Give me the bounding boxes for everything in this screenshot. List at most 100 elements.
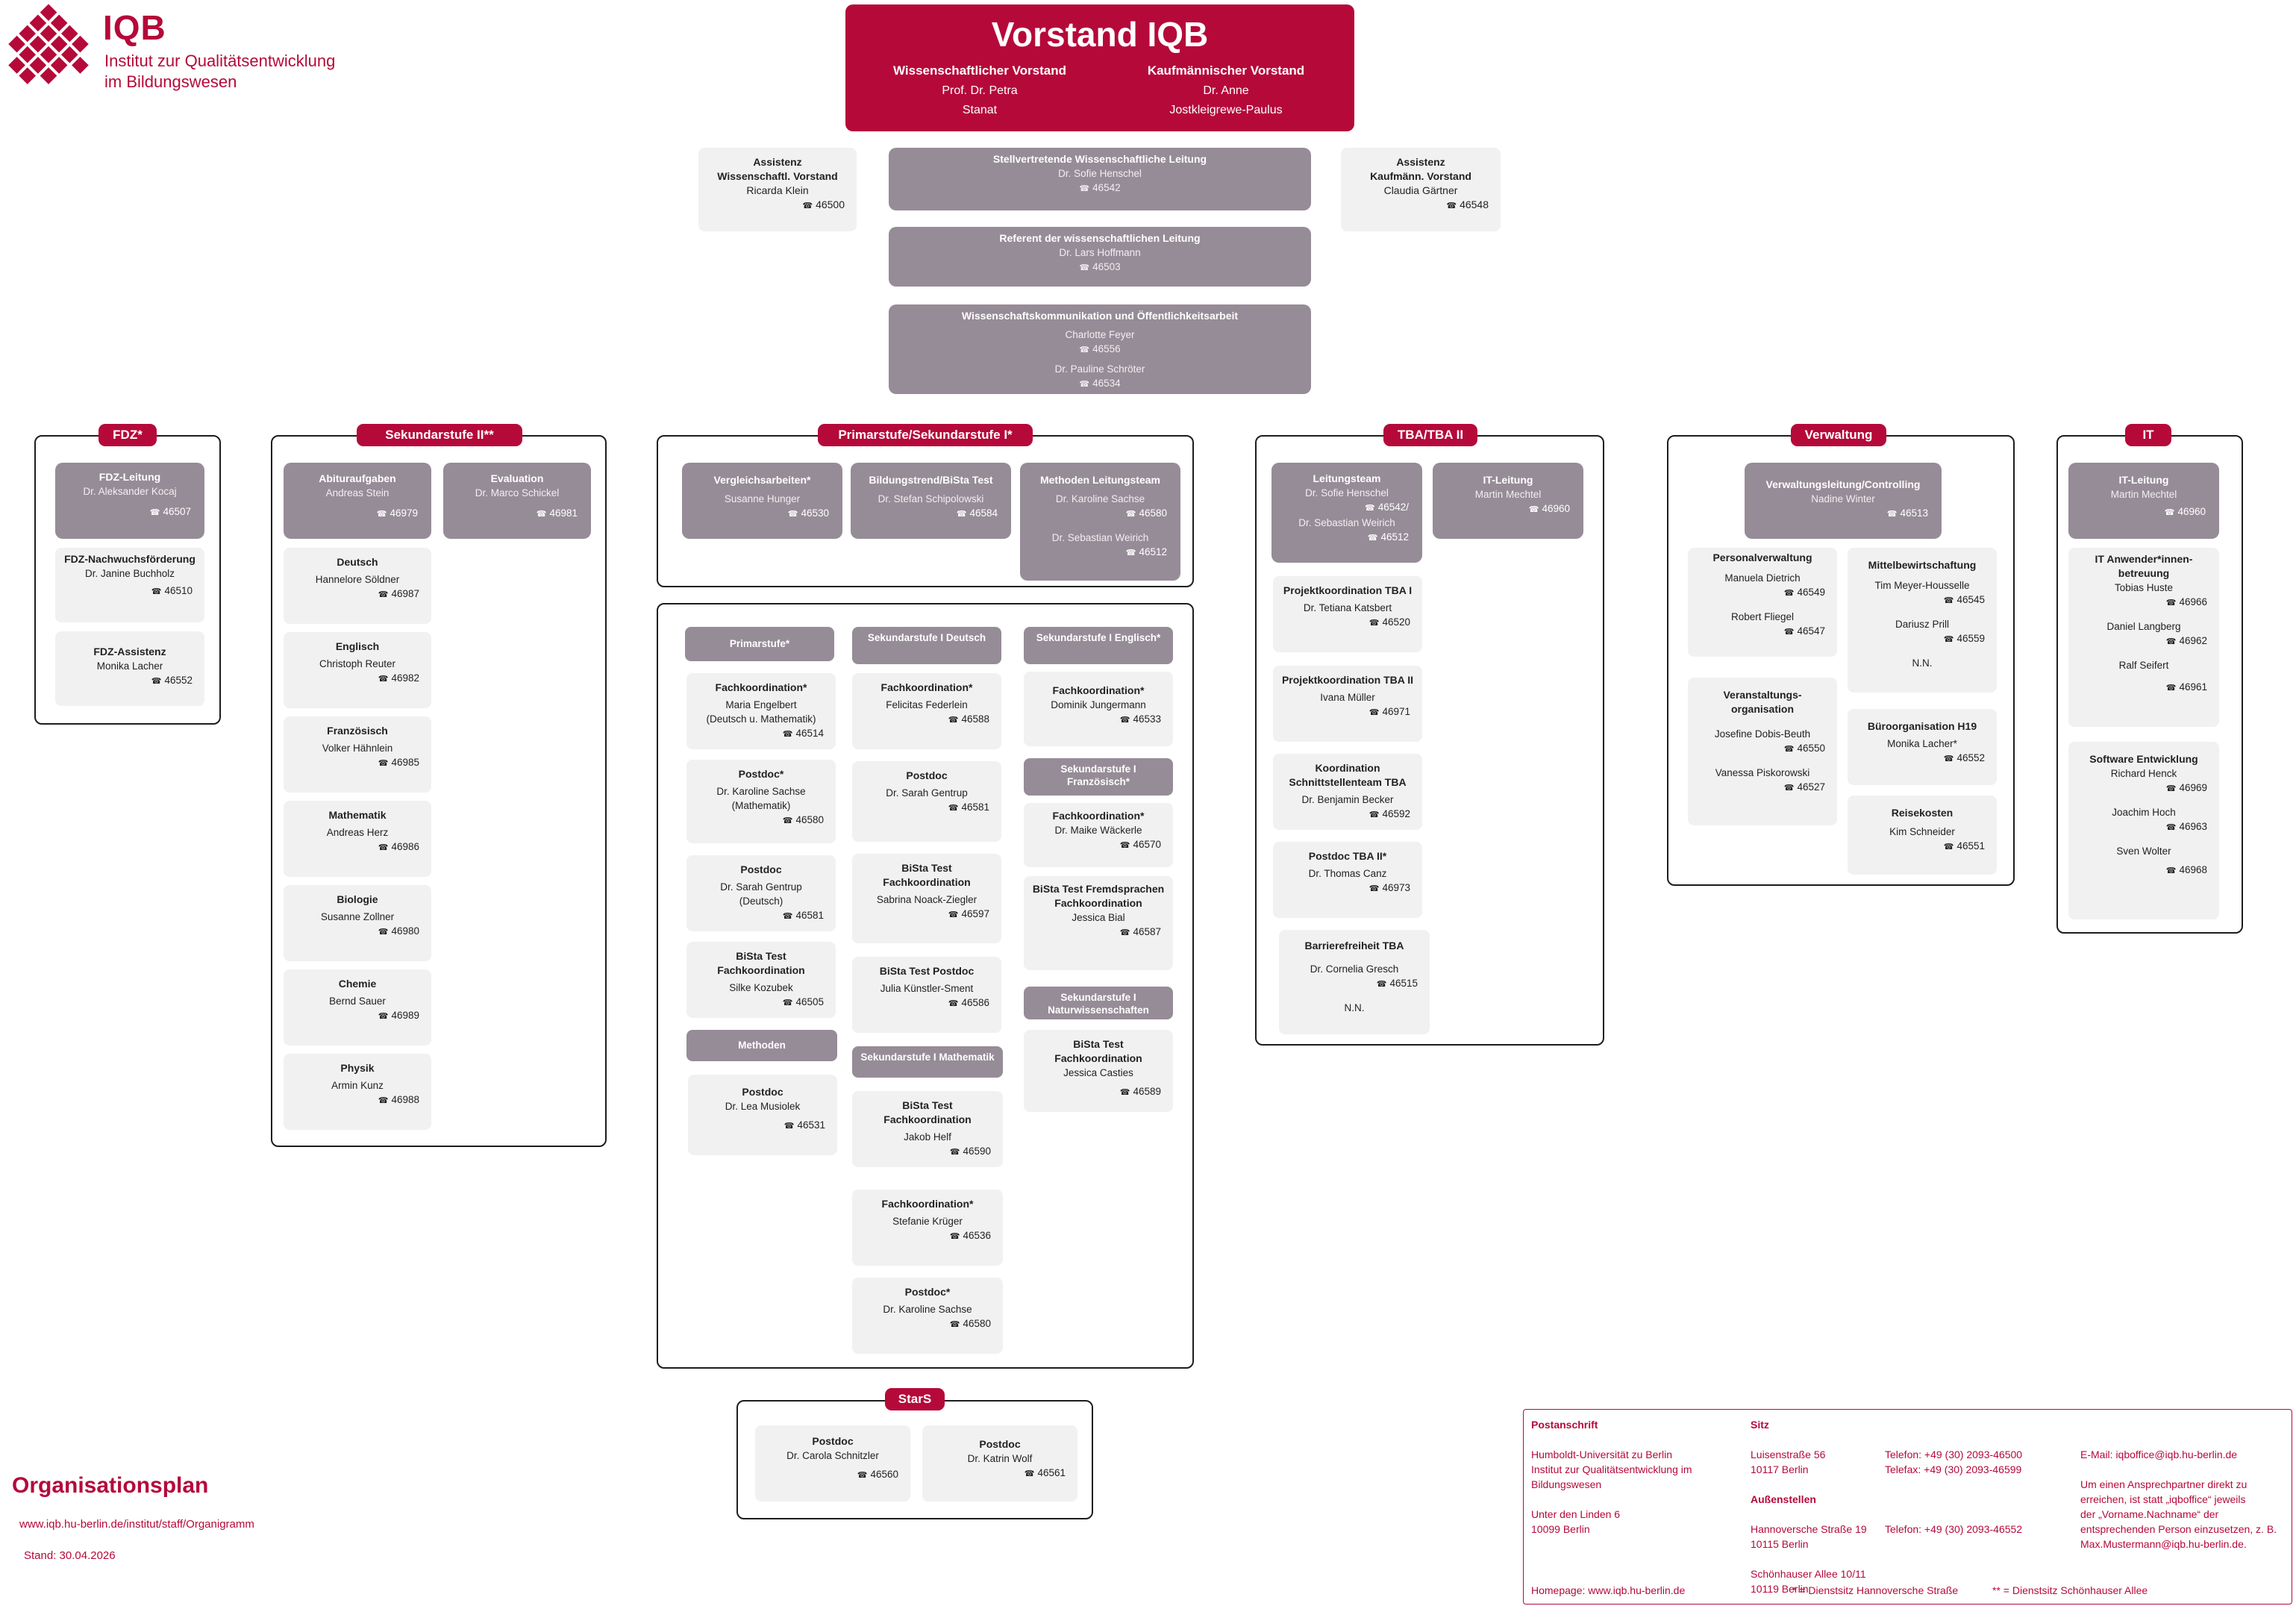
stars-postdoc-1: Postdoc Dr. Carola Schnitzler ☎46560 xyxy=(755,1425,910,1502)
phone-line: ☎46551 xyxy=(1855,839,1989,854)
hint-line: der „Vorname.Nachname“ der xyxy=(2080,1508,2219,1520)
phone-number: 46514 xyxy=(795,728,824,739)
phone-line: ☎46559 xyxy=(1855,631,1989,647)
postanschrift: Postanschrift Humboldt-Universität zu Be… xyxy=(1531,1417,1740,1537)
phone-number: 46542 xyxy=(1092,182,1121,193)
phone-line: ☎46963 xyxy=(2076,819,2212,835)
card-title: Postdoc xyxy=(979,1438,1021,1450)
address-line: Institut zur Qualitätsentwicklung im xyxy=(1531,1463,1692,1475)
phone-icon: ☎ xyxy=(948,999,959,1008)
person-name: Dr. Karoline Sachse xyxy=(1055,493,1145,504)
card-title: Fachkoordination* xyxy=(881,1198,974,1210)
address-line: Bildungswesen xyxy=(1531,1478,1602,1490)
person-name: Manuela Dietrich xyxy=(1724,572,1801,584)
phone-number: 46581 xyxy=(795,910,824,921)
phone-line: ☎46966 xyxy=(2076,595,2212,610)
sek1-englisch-head: Sekundarstufe I Englisch* xyxy=(1024,627,1173,664)
phone-number: 46586 xyxy=(961,997,989,1008)
hint-line: entsprechenden Person einzusetzen, z. B. xyxy=(2080,1523,2277,1535)
phone-icon: ☎ xyxy=(783,1122,795,1131)
person-name: Dr. Katrin Wolf xyxy=(967,1453,1033,1464)
card-title: Postdoc xyxy=(812,1435,854,1447)
hint-line: Max.Mustermann@iqb.hu-berlin.de. xyxy=(2080,1538,2247,1550)
person-name: Dr. Janine Buchholz xyxy=(84,568,175,579)
card-title: Postdoc TBA II* xyxy=(1308,850,1387,862)
org-chart-link[interactable]: www.iqb.hu-berlin.de/institut/staff/Orga… xyxy=(19,1518,254,1531)
person-name: Dr. Sarah Gentrup xyxy=(886,787,968,799)
homepage-link[interactable]: Homepage: www.iqb.hu-berlin.de xyxy=(1531,1584,1686,1596)
phone-icon: ☎ xyxy=(1943,754,1954,763)
tba-label: TBA/TBA II xyxy=(1383,424,1477,446)
card-title: BiSta Test Fachkoordination xyxy=(717,950,805,976)
phone-number: 46589 xyxy=(1133,1086,1161,1097)
person-card: Fachkoordination*Stefanie Krüger☎46536 xyxy=(852,1190,1003,1266)
phone-line: ☎46520 xyxy=(1280,615,1415,631)
phone-line: ☎46986 xyxy=(291,840,424,855)
phones: Telefon: +49 (30) 2093-46500 Telefax: +4… xyxy=(1885,1447,2079,1537)
logo-line-2: im Bildungswesen xyxy=(104,72,237,91)
phone-icon: ☎ xyxy=(1119,716,1130,725)
phone-icon: ☎ xyxy=(948,716,959,725)
person-name: Dr. Karoline Sachse xyxy=(883,1304,972,1315)
phone-number: 46980 xyxy=(391,925,419,937)
person-name: Felicitas Federlein xyxy=(886,699,968,710)
phone-line: ☎46968 xyxy=(2076,863,2212,878)
phone-number: 46542/ xyxy=(1377,502,1409,513)
contact-heading: Außenstellen xyxy=(1751,1493,1816,1505)
card-title: Postdoc* xyxy=(904,1286,951,1298)
phone-icon: ☎ xyxy=(1119,1088,1130,1097)
person-name: Richard Henck xyxy=(2110,768,2177,779)
contact-heading: Sitz xyxy=(1751,1419,1769,1431)
phone-number: 46592 xyxy=(1382,808,1410,819)
phone-line: ☎46514 xyxy=(694,726,828,742)
phone-icon: ☎ xyxy=(1783,745,1795,754)
phone-number: 46960 xyxy=(2177,506,2206,517)
card-title: Barrierefreiheit TBA xyxy=(1304,940,1404,952)
logo-line-1: Institut zur Qualitätsentwicklung xyxy=(104,51,336,70)
sek2-label: Sekundarstufe II** xyxy=(357,424,522,446)
stars-label: StarS xyxy=(885,1388,945,1410)
phone-number: 46550 xyxy=(1797,743,1825,754)
phone-number: 46552 xyxy=(164,675,193,686)
phone-icon: ☎ xyxy=(1125,549,1136,557)
phone-icon: ☎ xyxy=(787,510,798,519)
fdz-nachwuchs-card: FDZ-Nachwuchsförderung Dr. Janine Buchho… xyxy=(55,548,204,622)
phone-line: ☎46549 xyxy=(1695,585,1830,601)
card-title: Chemie xyxy=(338,978,377,990)
phone-icon: ☎ xyxy=(2165,784,2177,793)
card-title: BiSta Test Postdoc xyxy=(879,965,975,977)
phone-line: ☎46505 xyxy=(694,995,828,1010)
fax-line: Telefax: +49 (30) 2093-46599 xyxy=(1885,1463,2022,1475)
phone-number: 46961 xyxy=(2179,681,2207,693)
fdz-assistenz-card: FDZ-Assistenz Monika Lacher ☎46552 xyxy=(55,631,204,706)
person-name: Dr. Maike Wäckerle xyxy=(1054,825,1142,836)
email-link[interactable]: E-Mail: iqboffice@iqb.hu-berlin.de xyxy=(2080,1449,2238,1460)
primarstufe-head: Primarstufe* xyxy=(685,627,834,661)
phone-icon: ☎ xyxy=(1368,810,1380,819)
phone-number: 46505 xyxy=(795,996,824,1007)
logo-subtitle: Institut zur Qualitätsentwicklung im Bil… xyxy=(104,51,335,93)
role-label: Kaufmännischer Vorstand xyxy=(1147,63,1305,78)
phone-number: 46560 xyxy=(870,1469,898,1480)
person-name: Hannelore Söldner xyxy=(315,574,400,585)
person-name: Dr. Sarah Gentrup xyxy=(720,881,802,893)
person-name: Bernd Sauer xyxy=(329,996,386,1007)
person-name: Susanne Zollner xyxy=(320,911,395,922)
card-title: BiSta Test Fremdsprachen Fachkoordinatio… xyxy=(1032,883,1165,909)
phone-line: ☎46515 xyxy=(1286,976,1422,992)
phone-number: 46561 xyxy=(1037,1467,1066,1478)
card-title: FDZ-Leitung xyxy=(98,471,161,483)
person-name: Dr. Lars Hoffmann xyxy=(1059,247,1141,258)
card-title: IT-Leitung xyxy=(1483,474,1533,486)
phone-icon: ☎ xyxy=(1376,980,1387,989)
person-name: Dr. Pauline Schröter xyxy=(1054,363,1145,375)
phone-icon: ☎ xyxy=(1365,504,1375,513)
person-name: Julia Künstler-Sment xyxy=(880,983,974,994)
phone-line: ☎46503 xyxy=(896,260,1304,275)
